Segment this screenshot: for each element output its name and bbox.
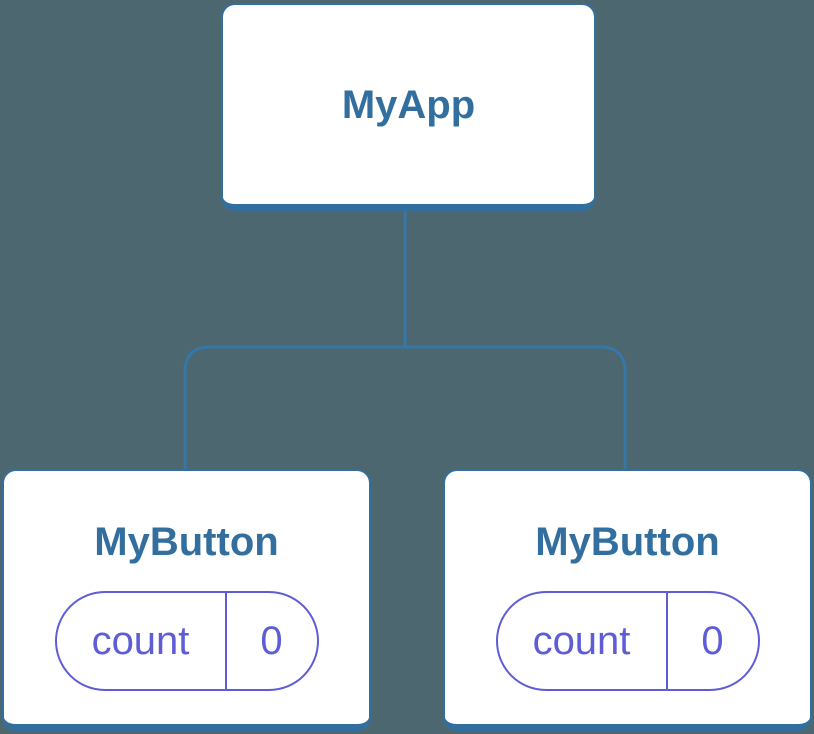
state-pill-right: count 0 [495,591,760,691]
state-value-right: 0 [665,593,758,689]
component-title-mybutton-left: MyButton [94,520,279,564]
component-card-myapp: MyApp [221,3,596,211]
state-value-left: 0 [224,593,317,689]
state-pill-left: count 0 [54,591,319,691]
component-card-mybutton-left: MyButton count 0 [2,469,371,731]
state-key-label-right: count [532,618,631,663]
component-title-mybutton-right: MyButton [535,520,720,564]
state-key-label-left: count [91,618,190,663]
connector-branch [183,345,627,471]
component-card-mybutton-right: MyButton count 0 [443,469,812,731]
component-title-myapp: MyApp [341,82,476,127]
